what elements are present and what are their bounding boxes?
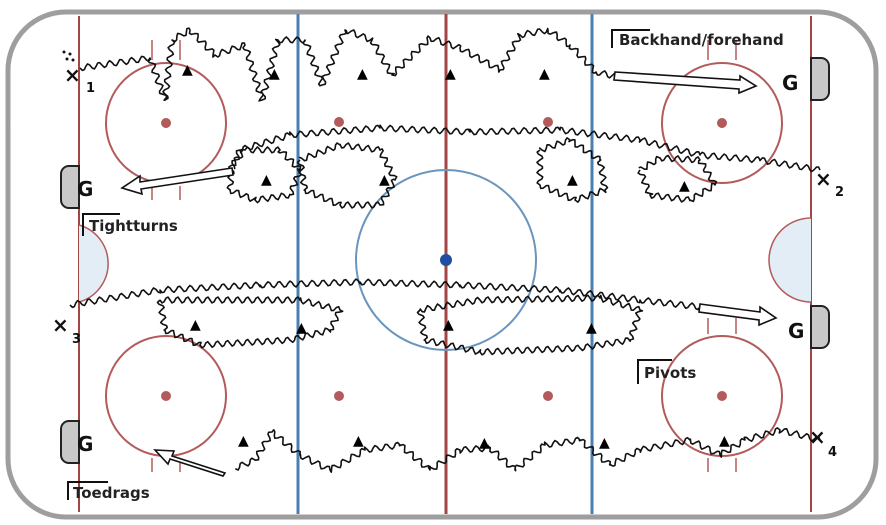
label-pivots: Pivots <box>637 359 696 384</box>
path-toedrags <box>234 427 821 473</box>
neutral-dot-top-right <box>543 117 553 127</box>
cone-icon: ▲ <box>269 66 280 82</box>
path-pivots-main <box>69 278 701 311</box>
svg-text:1: 1 <box>86 81 95 96</box>
svg-text:×: × <box>809 425 826 449</box>
label-toedrags: Toedrags <box>67 481 150 502</box>
crease-left <box>78 224 109 303</box>
player-3: × 3 <box>52 313 81 347</box>
label-tightturns: Tightturns <box>82 213 178 236</box>
loop-pv-2 <box>416 294 644 356</box>
svg-text:Backhand/forehand: Backhand/forehand <box>619 31 784 49</box>
svg-text:4: 4 <box>828 445 837 460</box>
cone-icon: ▲ <box>379 172 390 188</box>
svg-text:Tightturns: Tightturns <box>89 217 178 235</box>
cone-icon: ▲ <box>586 320 597 336</box>
cone-icon: ▲ <box>679 178 690 194</box>
svg-text:2: 2 <box>835 185 844 200</box>
svg-text:G: G <box>788 319 804 343</box>
svg-text:G: G <box>77 432 93 456</box>
label-backhand-forehand: Backhand/forehand <box>611 29 784 49</box>
neutral-dot-bottom-left <box>334 391 344 401</box>
neutral-dot-bottom-right <box>543 391 553 401</box>
player-2: × 2 <box>815 167 844 200</box>
goalie-top-right: G <box>782 57 830 101</box>
arrow-tightturns <box>120 167 234 196</box>
cone-icon: ▲ <box>539 66 550 82</box>
svg-text:G: G <box>77 177 93 201</box>
goalie-top-left: G <box>60 165 93 209</box>
svg-text:×: × <box>815 167 832 191</box>
svg-text:G: G <box>782 71 798 95</box>
cone-icon: ▲ <box>190 317 201 333</box>
cone-icon: ▲ <box>357 66 368 82</box>
arrow-pivots <box>698 303 778 327</box>
cone-icon: ▲ <box>719 433 730 449</box>
svg-text:Pivots: Pivots <box>644 364 696 382</box>
loop-tt-3 <box>536 137 609 203</box>
skating-paths <box>69 27 821 473</box>
svg-text:Toedrags: Toedrags <box>73 484 150 502</box>
arrow-backhand <box>613 71 758 95</box>
cone-icon: ▲ <box>445 66 456 82</box>
path-backhand-forehand <box>79 27 616 102</box>
cones: ▲ ▲ ▲ ▲ ▲ ▲ ▲ ▲ ▲ ▲ ▲ ▲ ▲ ▲ ▲ ▲ ▲ ▲ <box>182 62 730 451</box>
cone-icon: ▲ <box>182 62 193 78</box>
faceoff-circle-top-right <box>661 40 783 184</box>
cone-icon: ▲ <box>479 435 490 451</box>
player-1: × 1 <box>62 50 95 96</box>
cone-icon: ▲ <box>296 320 307 336</box>
center-circle <box>355 169 537 351</box>
neutral-dot-top-left <box>334 117 344 127</box>
cone-icon: ▲ <box>599 435 610 451</box>
arrow-toedrags <box>153 449 227 477</box>
loop-pv-1 <box>156 296 344 349</box>
cone-icon: ▲ <box>353 433 364 449</box>
player-4: × 4 <box>809 425 837 460</box>
goalie-bottom-left: G <box>60 420 93 464</box>
center-faceoff-dot <box>440 254 452 266</box>
loop-tt-2 <box>296 142 398 209</box>
goalie-bottom-right: G <box>788 305 830 349</box>
path-tightturns-main <box>231 124 821 173</box>
cone-icon: ▲ <box>238 433 249 449</box>
svg-text:×: × <box>64 63 81 87</box>
svg-text:3: 3 <box>72 332 81 347</box>
cone-icon: ▲ <box>443 317 454 333</box>
cone-icon: ▲ <box>567 172 578 188</box>
loop-tt-4 <box>637 154 718 203</box>
loop-tt-1 <box>226 146 302 204</box>
crease-right <box>768 217 812 303</box>
svg-text:×: × <box>52 313 69 337</box>
cone-icon: ▲ <box>261 172 272 188</box>
